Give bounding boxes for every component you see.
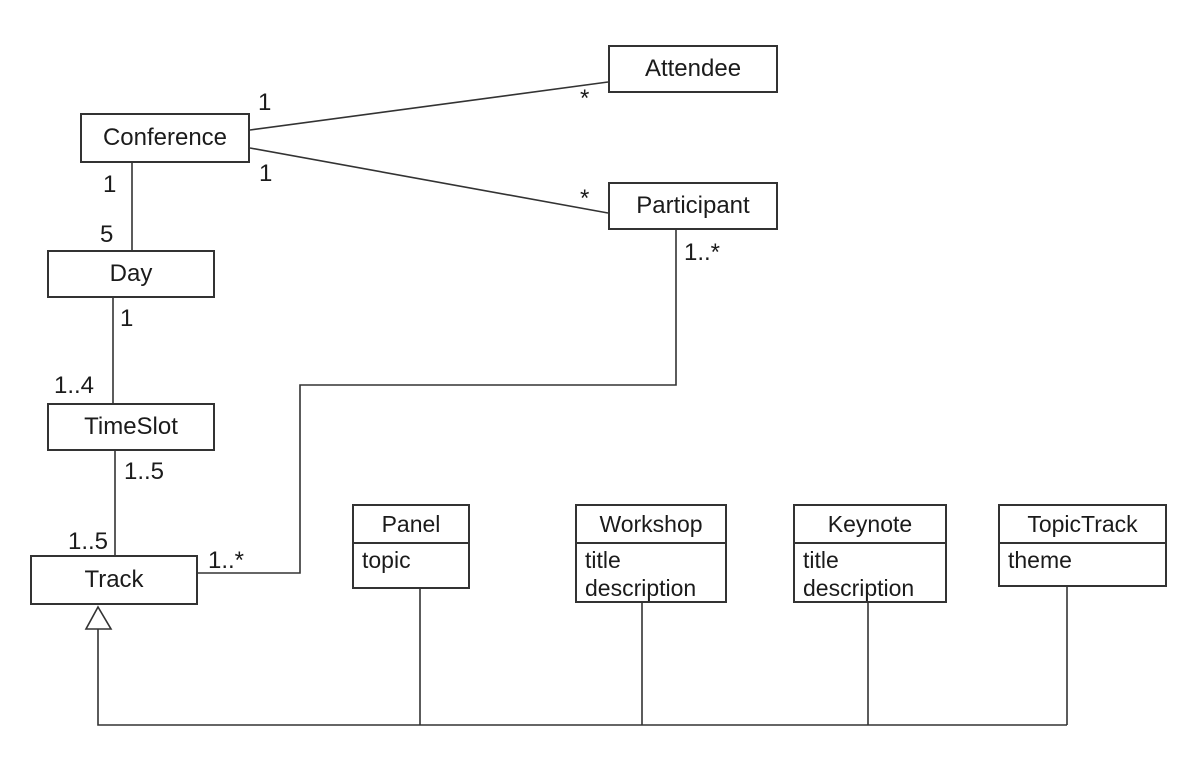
class-name: Track: [84, 566, 144, 593]
multiplicity-conference-day-source: 1: [103, 171, 117, 198]
class-box-day: Day: [47, 250, 215, 298]
class-box-workshop: Workshop title description: [575, 504, 727, 603]
class-box-participant: Participant: [608, 182, 778, 230]
class-name: Keynote: [795, 506, 945, 544]
class-name: Day: [109, 260, 153, 287]
attribute: title: [585, 547, 621, 573]
attribute: description: [585, 575, 697, 601]
class-box-timeslot: TimeSlot: [47, 403, 215, 451]
class-box-attendee: Attendee: [608, 45, 778, 93]
class-box-conference: Conference: [80, 113, 250, 163]
multiplicity-conference-day-target: 5: [100, 221, 114, 248]
class-box-topictrack: TopicTrack theme: [998, 504, 1167, 587]
attribute-list: topic: [354, 544, 468, 576]
class-name: Participant: [636, 192, 750, 219]
attribute-list: theme: [1000, 544, 1165, 576]
multiplicity-conference-participant-target: *: [580, 185, 590, 212]
attribute-list: title description: [795, 544, 945, 604]
class-name: TopicTrack: [1000, 506, 1165, 544]
multiplicity-track-participant-source: 1..*: [208, 547, 245, 574]
generalization-arrowhead-icon: [84, 605, 113, 630]
attribute-list: title description: [577, 544, 725, 604]
multiplicity-timeslot-track-source: 1..5: [124, 458, 165, 485]
class-box-panel: Panel topic: [352, 504, 470, 589]
multiplicity-track-participant-target: 1..*: [684, 239, 721, 266]
attribute: title: [803, 547, 839, 573]
generalization-spine-line: [97, 629, 1067, 726]
class-name: Workshop: [577, 506, 725, 544]
multiplicity-day-timeslot-source: 1: [120, 305, 134, 332]
association-conference-participant-line: [249, 147, 609, 214]
multiplicity-day-timeslot-target: 1..4: [54, 372, 95, 399]
association-conference-attendee-line: [249, 81, 609, 131]
class-name: Panel: [354, 506, 468, 544]
class-box-keynote: Keynote title description: [793, 504, 947, 603]
class-name: Attendee: [644, 55, 742, 82]
class-box-track: Track: [30, 555, 198, 605]
multiplicity-conference-participant-source: 1: [259, 160, 273, 187]
multiplicity-timeslot-track-target: 1..5: [68, 528, 109, 555]
multiplicity-conference-attendee-source: 1: [258, 89, 272, 116]
class-name: TimeSlot: [84, 413, 178, 440]
multiplicity-conference-attendee-target: *: [580, 85, 590, 112]
class-name: Conference: [102, 124, 228, 151]
attribute: topic: [362, 547, 411, 573]
attribute: theme: [1008, 547, 1072, 573]
attribute: description: [803, 575, 915, 601]
association-track-participant-line: [198, 230, 677, 574]
